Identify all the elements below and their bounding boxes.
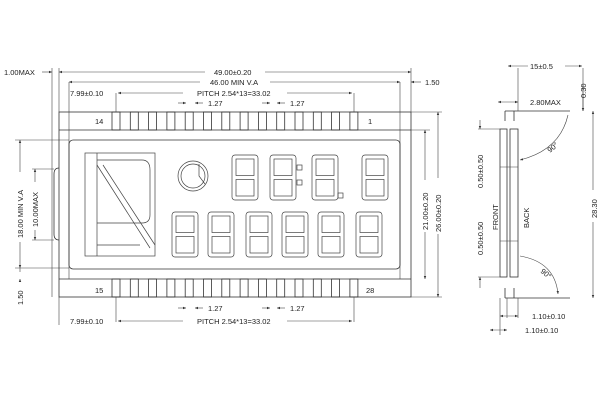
pins-bottom	[111, 278, 359, 298]
front-dimensions: 1.00MAX 49.00±0.20 46.00 MIN V.A 1.50 7.…	[4, 68, 443, 326]
dim-right-margin: 1.50	[425, 78, 440, 87]
pin	[294, 278, 304, 298]
angle-top: 90°	[546, 140, 560, 154]
pin	[148, 111, 158, 131]
pin	[312, 111, 322, 131]
dim-thickness: 15±0.5	[530, 62, 553, 71]
pin	[349, 111, 359, 131]
dim-glass-thickness-2: 1.10±0.10	[525, 326, 558, 335]
pin	[239, 111, 249, 131]
dim-viewing-width: 46.00 MIN V.A	[210, 78, 258, 87]
pin	[203, 278, 212, 298]
pin	[331, 278, 341, 298]
pin-label-14: 14	[95, 117, 103, 126]
seven-segment-digit	[171, 211, 199, 258]
dim-height: 28.30	[590, 199, 599, 218]
dim-pitch-bottom: PITCH 2.54*13=33.02	[197, 317, 271, 326]
side-view: 15±0.5 0.30 2.80MAX 90° 90° FRONT BACK 0…	[476, 62, 599, 335]
decimal-dot	[337, 192, 344, 199]
front-glass	[499, 128, 508, 278]
pin	[166, 111, 176, 131]
pin	[349, 278, 359, 298]
dim-pin-width-top-2: 1.27	[290, 99, 305, 108]
pin	[184, 278, 194, 298]
dim-offset-bottom: 0.50±0.50	[476, 222, 485, 255]
pin	[203, 111, 212, 131]
dim-pin-width-top-1: 1.27	[208, 99, 223, 108]
pin-label-15: 15	[95, 286, 103, 295]
dim-pin-width-bottom-1: 1.27	[208, 304, 223, 313]
seven-segment-digit	[245, 211, 273, 258]
pin	[312, 278, 322, 298]
pin	[148, 278, 158, 298]
pin	[111, 278, 121, 298]
dim-overall-height: 26.00±0.20	[434, 195, 443, 232]
viewing-area	[68, 139, 401, 270]
dim-pin-width-bottom-2: 1.27	[290, 304, 305, 313]
pin	[239, 278, 249, 298]
dim-viewing-height: 18.00 MIN V.A	[16, 190, 25, 238]
dim-tab-height: 10.00MAX	[31, 192, 40, 227]
clock-icon	[177, 160, 209, 192]
seven-segment-digit	[281, 211, 309, 258]
dim-glass-thickness-1: 1.10±0.10	[532, 312, 565, 321]
dim-left-offset-top: 7.99±0.10	[70, 89, 103, 98]
pin	[166, 278, 176, 298]
pin	[294, 111, 304, 131]
seven-segment-digit	[231, 154, 259, 201]
dim-glass-max: 2.80MAX	[530, 98, 561, 107]
pin	[276, 111, 286, 131]
dim-bottom-margin: 1.50	[16, 290, 25, 305]
pin	[129, 111, 139, 131]
dim-offset-top: 0.50±0.50	[476, 155, 485, 188]
pin	[221, 278, 231, 298]
battery-pen-icon	[84, 152, 156, 257]
pin	[184, 111, 194, 131]
pin	[257, 111, 267, 131]
pin	[276, 278, 286, 298]
dim-overall-width: 49.00±0.20	[214, 68, 251, 77]
dim-lead-thickness: 0.30	[579, 83, 588, 98]
seven-segment-digit	[361, 154, 389, 201]
pin	[331, 111, 341, 131]
angle-bottom: 90°	[539, 267, 553, 281]
tab	[53, 167, 60, 241]
dim-left-offset-bottom: 7.99±0.10	[70, 317, 103, 326]
dim-edge-max: 1.00MAX	[4, 68, 35, 77]
pin	[257, 278, 267, 298]
front-view: 14 1 15 28	[53, 82, 412, 298]
back-glass	[509, 128, 519, 278]
seven-segment-digit	[269, 154, 297, 201]
colon-dot	[296, 164, 303, 171]
module-outline	[58, 111, 412, 298]
seven-segment-digit	[317, 211, 345, 258]
back-label: BACK	[522, 208, 531, 228]
seven-segment-digit	[311, 154, 339, 201]
leads	[504, 111, 515, 298]
pin	[221, 111, 231, 131]
front-label: FRONT	[491, 204, 500, 230]
colon-dot	[296, 179, 303, 186]
pin-label-28: 28	[366, 286, 374, 295]
dim-glass-height: 21.00±0.20	[421, 193, 430, 230]
seven-segment-digit	[355, 211, 383, 258]
seven-segment-digit	[207, 211, 235, 258]
pin	[129, 278, 139, 298]
pin	[111, 111, 121, 131]
pins-top	[111, 111, 359, 131]
dim-pitch-top: PITCH 2.54*13=33.02	[197, 89, 271, 98]
seven-segment-digits	[171, 154, 389, 258]
pin-label-1: 1	[368, 117, 372, 126]
